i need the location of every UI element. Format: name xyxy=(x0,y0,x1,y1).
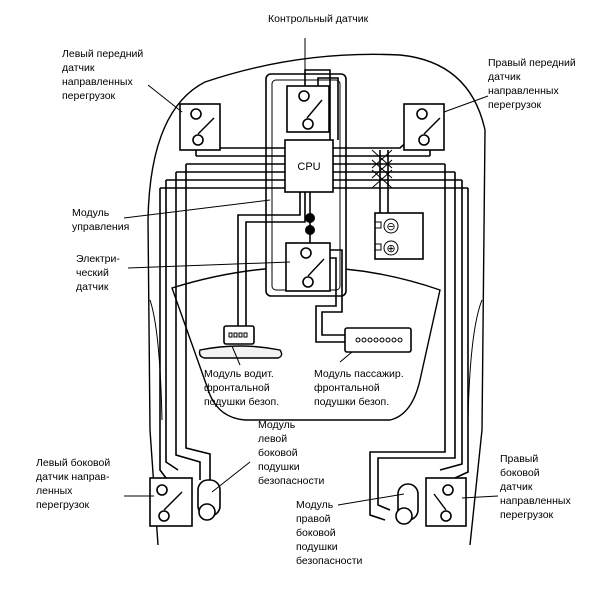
battery: ⊖ ⊕ xyxy=(374,212,424,260)
svg-text:датчик направ-: датчик направ- xyxy=(36,471,110,483)
leader-lines xyxy=(123,38,499,506)
svg-text:Модуль: Модуль xyxy=(72,207,110,219)
cpu-box xyxy=(284,139,334,193)
left-side-sensor-label: Левый боковой датчик направ- ленных пере… xyxy=(36,457,110,511)
svg-text:подушки: подушки xyxy=(258,461,300,473)
front-left-sensor xyxy=(179,103,221,151)
right-side-sensor xyxy=(425,477,467,527)
right-side-airbag-label: Модуль правой боковой подушки безопаснос… xyxy=(296,499,363,567)
control-module-label: Модуль управления xyxy=(72,207,129,233)
left-side-sensor xyxy=(149,477,193,527)
control-sensor-label: Контрольный датчик xyxy=(268,13,369,25)
control-sensor-switch xyxy=(286,85,330,133)
svg-text:датчик: датчик xyxy=(76,281,109,293)
passenger-airbag-module xyxy=(344,327,412,353)
svg-text:перегрузок: перегрузок xyxy=(500,509,554,521)
front-right-sensor xyxy=(403,103,445,151)
battery-minus-icon: ⊖ xyxy=(386,220,395,233)
svg-text:Модуль водит.: Модуль водит. xyxy=(204,368,274,380)
connector-dots xyxy=(305,213,315,235)
front-right-sensor-label: Правый передний датчик направленных пере… xyxy=(488,57,576,111)
svg-text:безопасности: безопасности xyxy=(296,555,363,567)
svg-text:правой: правой xyxy=(296,513,331,525)
right-side-sensor-label: Правый боковой датчик направленных перег… xyxy=(500,453,571,521)
svg-text:ленных: ленных xyxy=(36,485,73,497)
svg-text:подушки безоп.: подушки безоп. xyxy=(314,396,389,408)
svg-text:Правый передний: Правый передний xyxy=(488,57,576,69)
svg-text:перегрузок: перегрузок xyxy=(62,90,116,102)
svg-text:перегрузок: перегрузок xyxy=(488,99,542,111)
svg-text:ческий: ческий xyxy=(76,267,109,279)
battery-plus-icon: ⊕ xyxy=(386,242,395,255)
svg-text:Модуль: Модуль xyxy=(296,499,334,511)
front-left-sensor-label: Левый передний датчик направленных перег… xyxy=(62,48,143,102)
svg-text:левой: левой xyxy=(258,433,287,445)
svg-text:Модуль: Модуль xyxy=(258,419,296,431)
left-side-airbag-label: Модуль левой боковой подушки безопасност… xyxy=(258,419,325,487)
svg-text:датчик: датчик xyxy=(500,481,533,493)
svg-text:боковой: боковой xyxy=(296,527,336,539)
svg-text:фронтальной: фронтальной xyxy=(204,382,270,394)
cpu-label: CPU xyxy=(297,161,320,173)
svg-text:перегрузок: перегрузок xyxy=(36,499,90,511)
wire-harness xyxy=(159,69,469,521)
svg-text:датчик: датчик xyxy=(488,71,521,83)
svg-text:боковой: боковой xyxy=(500,467,540,479)
svg-text:направленных: направленных xyxy=(488,85,559,97)
right-side-airbag-module xyxy=(395,483,419,525)
svg-text:направленных: направленных xyxy=(62,76,133,88)
passenger-airbag-label: Модуль пассажир. фронтальной подушки без… xyxy=(314,368,404,408)
svg-text:управления: управления xyxy=(72,221,129,233)
svg-text:боковой: боковой xyxy=(258,447,298,459)
wire-crossover xyxy=(371,149,393,189)
svg-text:Правый: Правый xyxy=(500,453,538,465)
svg-text:направленных: направленных xyxy=(500,495,571,507)
svg-text:безопасности: безопасности xyxy=(258,475,325,487)
svg-text:Модуль пассажир.: Модуль пассажир. xyxy=(314,368,404,380)
left-side-airbag-module xyxy=(197,479,221,521)
svg-text:Электри-: Электри- xyxy=(76,253,120,265)
driver-airbag-module xyxy=(198,325,283,359)
svg-text:Левый передний: Левый передний xyxy=(62,48,143,60)
svg-text:подушки: подушки xyxy=(296,541,338,553)
electric-sensor-label: Электри- ческий датчик xyxy=(76,253,120,293)
svg-text:подушки безоп.: подушки безоп. xyxy=(204,396,279,408)
svg-text:датчик: датчик xyxy=(62,62,95,74)
svg-text:фронтальной: фронтальной xyxy=(314,382,380,394)
driver-airbag-label: Модуль водит. фронтальной подушки безоп. xyxy=(204,368,279,408)
electric-sensor xyxy=(285,242,331,292)
svg-text:Левый боковой: Левый боковой xyxy=(36,457,110,469)
